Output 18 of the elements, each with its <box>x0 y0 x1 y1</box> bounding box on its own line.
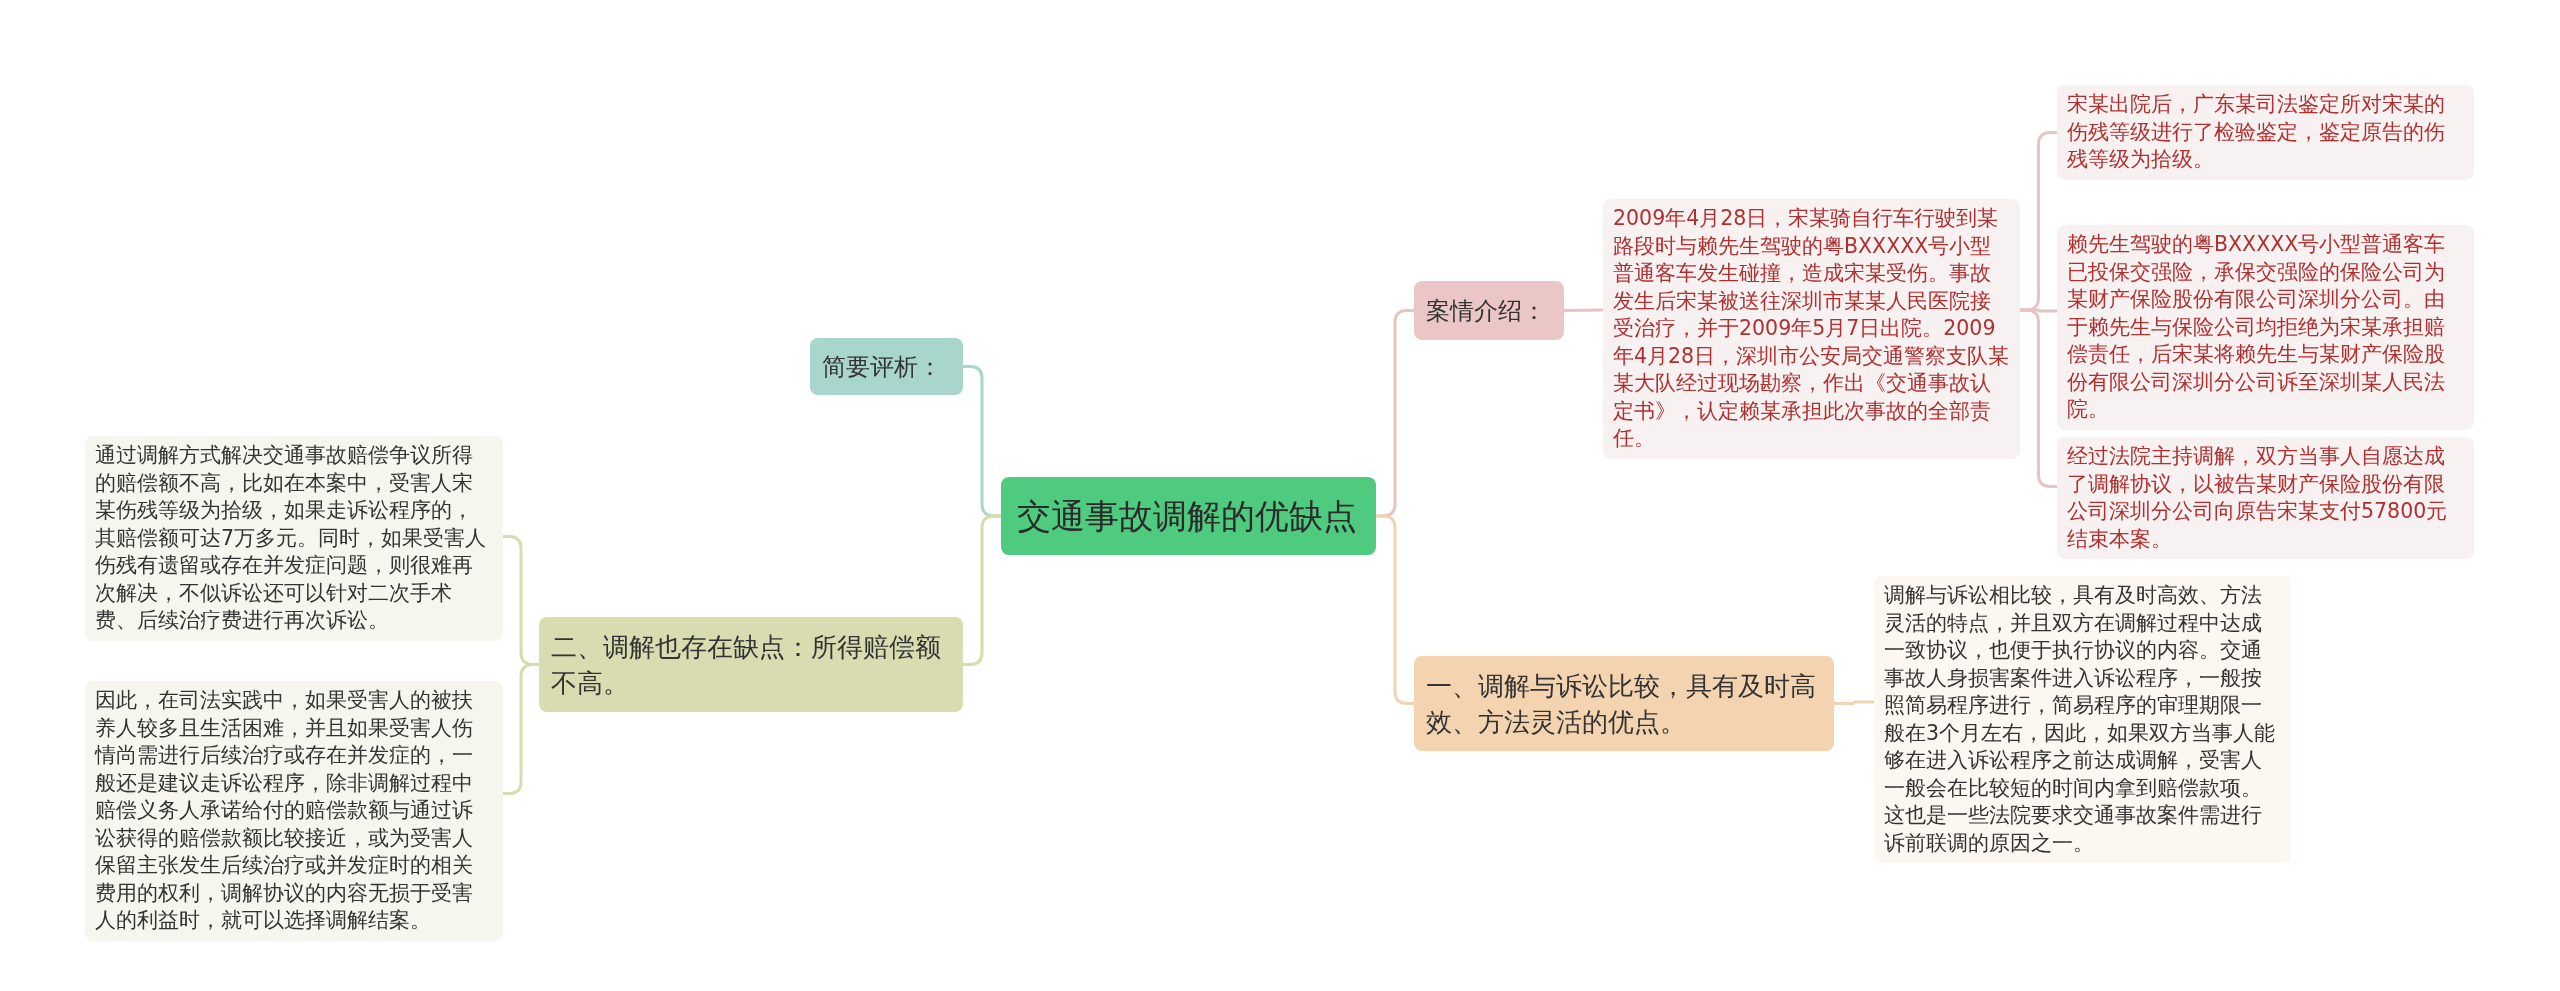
root-topic-box: 交通事故调解的优缺点 <box>1001 477 1376 555</box>
note-box: 经过法院主持调解，双方当事人自愿达成了调解协议，以被告某财产保险股份有限公司深圳分公司向原告宋某支付57800元结束本案。 <box>2057 437 2474 559</box>
topic-box: 案情介绍： <box>1414 281 1564 340</box>
note-box: 赖先生驾驶的粤BXXXXX号小型普通客车已投保交强险，承保交强险的保险公司为某财产保险股份有限公司深圳分公司。由于赖先生与保险公司均拒绝为宋某承担赔偿责任，后宋某将赖先生与某财产保险股份有限公司深圳分公司诉至深圳某人民法院。 <box>2057 225 2474 430</box>
connector-line <box>2020 308 2057 488</box>
connector-line <box>503 663 539 795</box>
connector-line <box>1376 514 1414 705</box>
connector-line <box>1834 700 1874 705</box>
note-box: 因此，在司法实践中，如果受害人的被扶养人较多且生活困难，并且如果受害人伤情尚需进行后续治疗或存在并发症的，一般还是建议走诉讼程序，除非调解过程中赔偿义务人承诺给付的赔偿款额与通过诉讼获得的赔偿款额比较接近，或为受害人保留主张发生后续治疗或并发症时的相关费用的权利，调解协议的内容无损于受害人的利益时，就可以选择调解结案。 <box>85 681 503 941</box>
note-box: 2009年4月28日，宋某骑自行车行驶到某路段时与赖先生驾驶的粤BXXXXX号小型普通客车发生碰撞，造成宋某受伤。事故发生后宋某被送往深圳市某某人民医院接受治疗，并于2009年5月7日出院。2009年4月28日，深圳市公安局交通警察支队某某大队经过现场勘察，作出《交通事故认定书》，认定赖某承担此次事故的全部责任。 <box>1603 199 2020 459</box>
topic-box: 二、调解也存在缺点：所得赔偿额不高。 <box>539 617 963 712</box>
note-box: 通过调解方式解决交通事故赔偿争议所得的赔偿额不高，比如在本案中，受害人宋某伤残等级为拾级，如果走诉讼程序的，其赔偿额可达7万多元。同时，如果受害人伤残有遗留或存在并发症问题，则很难再次解决，不似诉讼还可以针对二次手术费、后续治疗费进行再次诉讼。 <box>85 436 503 641</box>
note-box: 宋某出院后，广东某司法鉴定所对宋某的伤残等级进行了检验鉴定，鉴定原告的伤残等级为拾级。 <box>2057 85 2474 180</box>
topic-box: 简要评析： <box>810 338 963 395</box>
connector-line <box>963 514 1001 666</box>
connector-line <box>1563 308 1604 312</box>
topic-box: 一、调解与诉讼比较，具有及时高效、方法灵活的优点。 <box>1414 656 1834 751</box>
note-box: 调解与诉讼相比较，具有及时高效、方法灵活的特点，并且双方在调解过程中达成一致协议，也便于执行协议的内容。交通事故人身损害案件进入诉讼程序，一般按照简易程序进行，简易程序的审理期限一般在3个月左右，因此，如果双方当事人能够在进入诉讼程序之前达成调解，受害人一般会在比较短的时间内拿到赔偿款项。这也是一些法院要求交通事故案件需进行诉前联调的原因之一。 <box>1874 576 2291 863</box>
